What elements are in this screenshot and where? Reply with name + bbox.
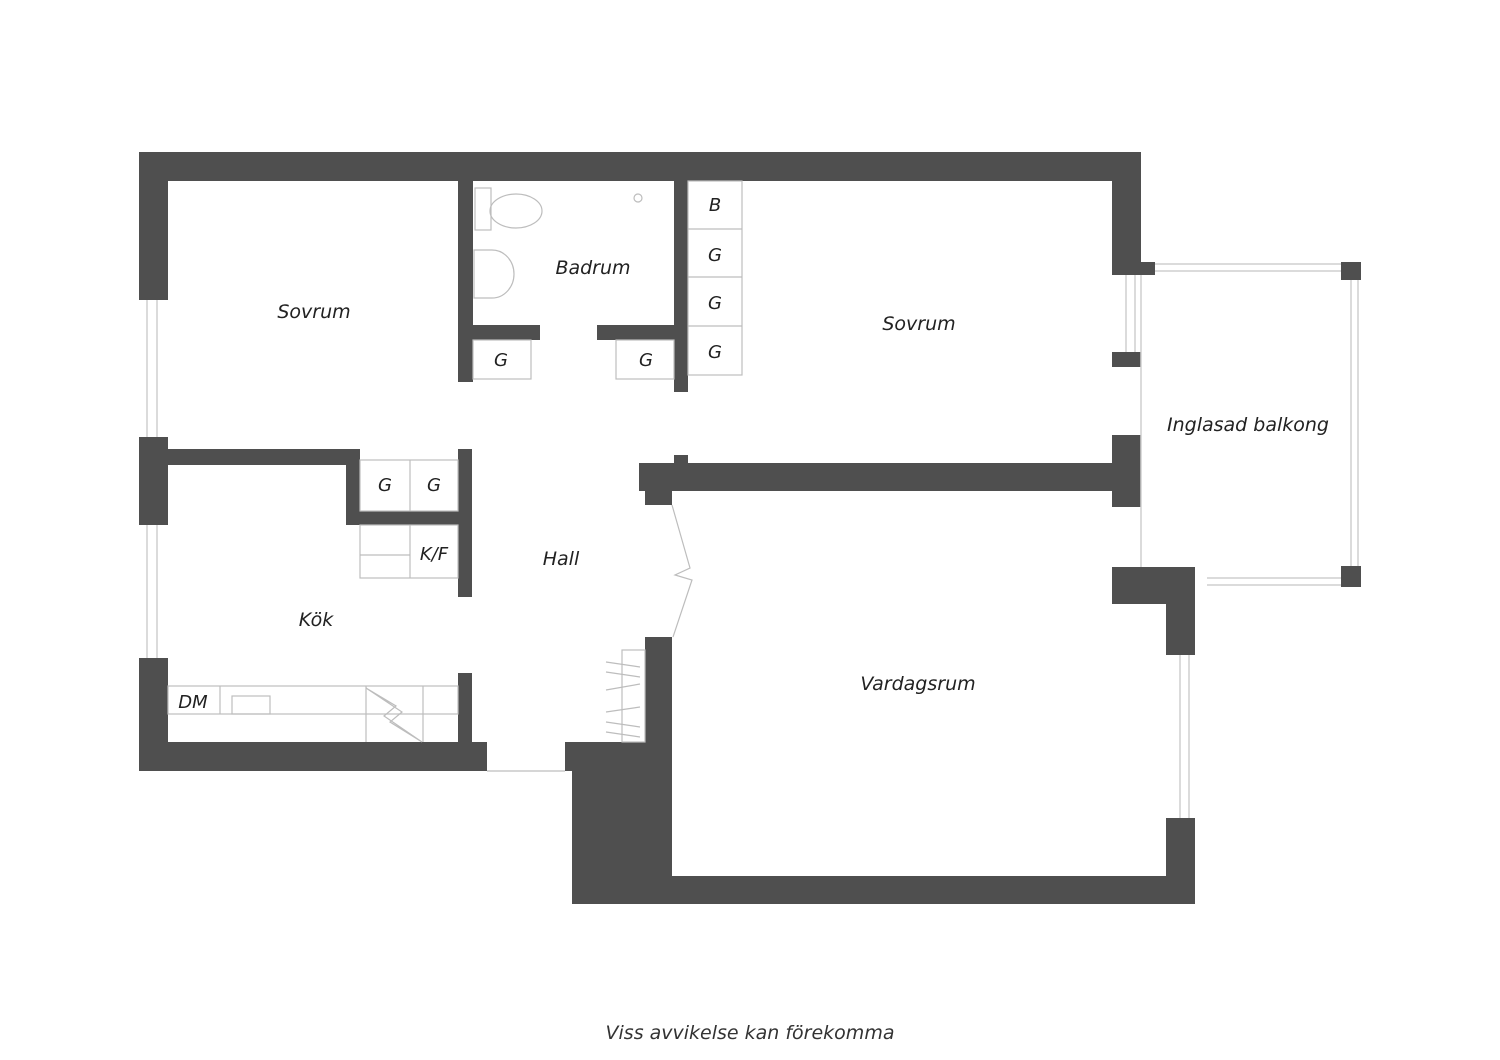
closet-label: G xyxy=(494,350,508,371)
room-label-sovrum-left: Sovrum xyxy=(277,301,350,323)
fridge-freezer-label: K/F xyxy=(420,544,449,565)
closet-label: G xyxy=(708,245,722,266)
shower-icon xyxy=(633,193,643,203)
fixtures xyxy=(167,180,743,772)
room-labels: Sovrum Badrum Sovrum Inglasad balkong Kö… xyxy=(178,195,1329,713)
closet-label: G xyxy=(639,350,653,371)
closet-label: G xyxy=(378,475,392,496)
windows xyxy=(146,263,1359,818)
room-label-kok: Kök xyxy=(299,609,334,631)
room-label-vardagsrum: Vardagsrum xyxy=(860,673,975,695)
toilet-tank-icon xyxy=(474,187,492,231)
disclaimer-footer: Viss avvikelse kan förekomma xyxy=(605,1022,895,1044)
closet-label: G xyxy=(427,475,441,496)
coat-rack-icon xyxy=(605,661,641,738)
room-label-hall: Hall xyxy=(543,548,580,570)
dishwasher-label: DM xyxy=(178,692,208,713)
stove-icon xyxy=(365,687,423,743)
folding-door-icon xyxy=(671,504,693,638)
room-label-sovrum-right: Sovrum xyxy=(882,313,955,335)
room-label-balkong: Inglasad balkong xyxy=(1167,414,1329,436)
closet-label: B xyxy=(709,195,721,216)
closet-label: G xyxy=(708,342,722,363)
walls xyxy=(139,152,1361,904)
closet-label: G xyxy=(708,293,722,314)
toilet-icon xyxy=(489,193,543,229)
room-label-badrum: Badrum xyxy=(555,257,630,279)
sink-icon xyxy=(473,249,515,299)
